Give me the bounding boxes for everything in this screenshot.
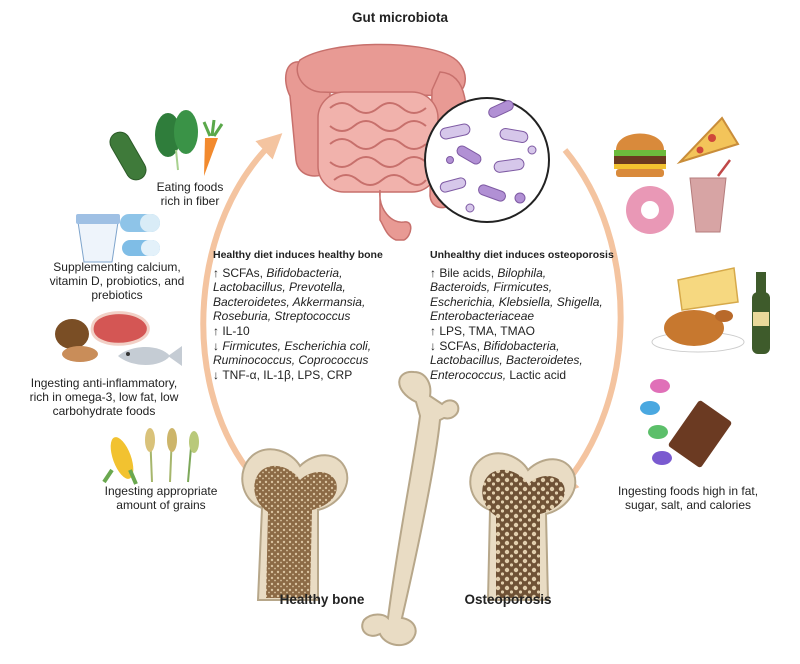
healthy-panel-line: Roseburia, Streptococcus: [213, 309, 413, 324]
unhealthy-panel-line: ↑ Bile acids, Bilophila,: [430, 266, 645, 281]
trend-arrow: ↑: [430, 265, 440, 280]
healthy-bone-label: Healthy bone: [279, 592, 365, 607]
panel-text: Roseburia, Streptococcus: [213, 309, 351, 324]
caption-anti-inflammatory: Ingesting anti-inflammatory, rich in ome…: [29, 376, 179, 418]
panel-text: IL-10: [222, 323, 250, 338]
unhealthy-panel-line: Bacteroids, Firmicutes,: [430, 280, 645, 295]
panel-text: Firmicutes, Escherichia coli,: [222, 338, 372, 353]
healthy-panel-line: ↓ Firmicutes, Escherichia coli,: [213, 339, 413, 354]
unhealthy-diet-panel: Unhealthy diet induces osteoporosis ↑ Bi…: [430, 248, 645, 382]
cucumber-icon: [109, 131, 147, 181]
femur-icon: [361, 370, 460, 647]
champagne-icon: [752, 272, 770, 354]
cycle-arrows: [200, 133, 624, 498]
caption-grains: Ingesting appropriate amount of grains: [104, 484, 218, 512]
fish-icon: [118, 346, 182, 366]
spinach-icon: [155, 110, 198, 171]
corn-icon: [102, 437, 138, 485]
caption-unhealthy-foods: Ingesting foods high in fat, sugar, salt…: [617, 484, 759, 512]
arrow-right-up: [553, 148, 624, 498]
panel-text: Bile acids,: [439, 265, 498, 280]
healthy-panel-line: ↓ TNF-α, IL-1β, LPS, CRP: [213, 368, 413, 383]
healthy-diet-panel: Healthy diet induces healthy bone ↑ SCFA…: [213, 248, 413, 382]
cheese-icon: [677, 267, 739, 311]
unhealthy-panel-line: ↑ LPS, TMA, TMAO: [430, 324, 645, 339]
panel-text: Lactic acid: [509, 367, 567, 382]
trend-arrow: ↑: [213, 323, 223, 338]
panel-text: SCFAs,: [439, 338, 484, 353]
carrot-icon: [202, 119, 224, 176]
healthy-panel-heading: Healthy diet induces healthy bone: [213, 249, 383, 261]
healthy-panel-line: Ruminococcus, Coprococcus: [213, 353, 413, 368]
grain-icon: [145, 428, 199, 483]
osteoporosis-bone-icon: [469, 452, 577, 601]
arrow-left-up: [200, 133, 283, 472]
candy-icon: [640, 379, 672, 465]
trend-arrow: ↓: [213, 338, 223, 353]
panel-text: Ruminococcus, Coprococcus: [213, 353, 369, 368]
osteoporosis-label: Osteoporosis: [464, 592, 552, 607]
unhealthy-panel-line: ↓ SCFAs, Bifidobacteria,: [430, 339, 645, 354]
steak-icon: [90, 311, 150, 346]
trend-arrow: ↑: [430, 323, 440, 338]
panel-text: Bifidobacteria,: [483, 338, 560, 353]
unhealthy-panel-line: Escherichia, Klebsiella, Shigella,: [430, 295, 645, 310]
panel-text: Enterobacteriaceae: [430, 309, 535, 324]
caption-supplements: Supplementing calcium, vitamin D, probio…: [49, 260, 185, 302]
bacteria-icon: [424, 97, 550, 223]
unhealthy-panel-heading: Unhealthy diet induces osteoporosis: [430, 249, 614, 261]
unhealthy-panel-line: Enterobacteriaceae: [430, 309, 645, 324]
nut-icon: [55, 319, 98, 362]
milkshake-icon: [689, 159, 731, 233]
trend-arrow: ↓: [213, 367, 223, 382]
panel-text: Lactobacillus, Prevotella,: [213, 280, 346, 295]
trend-arrow: ↑: [213, 265, 223, 280]
capsule-icon: [120, 214, 160, 256]
healthy-panel-line: ↑ IL-10: [213, 324, 413, 339]
healthy-panel-line: Lactobacillus, Prevotella,: [213, 280, 413, 295]
healthy-bone-icon: [241, 448, 349, 601]
pizza-icon: [676, 116, 740, 165]
unhealthy-panel-line: Lactobacillus, Bacteroidetes,: [430, 353, 645, 368]
roast-chicken-icon: [651, 310, 745, 353]
panel-text: Bacteroidetes, Akkermansia,: [213, 294, 366, 309]
panel-text: Bacteroids, Firmicutes,: [430, 280, 553, 295]
unhealthy-panel-line: Enterococcus, Lactic acid: [430, 368, 645, 383]
healthy-panel-line: ↑ SCFAs, Bifidobacteria,: [213, 266, 413, 281]
caption-fiber: Eating foods rich in fiber: [156, 180, 224, 208]
panel-text: Enterococcus,: [430, 367, 510, 382]
healthy-panel-line: Bacteroidetes, Akkermansia,: [213, 295, 413, 310]
trend-arrow: ↓: [430, 338, 440, 353]
diagram-title: Gut microbiota: [351, 10, 448, 25]
donut-icon: [626, 186, 674, 234]
panel-text: Escherichia, Klebsiella, Shigella,: [430, 294, 603, 309]
panel-text: LPS, TMA, TMAO: [439, 323, 535, 338]
panel-text: Bifidobacteria,: [266, 265, 343, 280]
burger-icon: [614, 133, 666, 177]
panel-text: SCFAs,: [222, 265, 267, 280]
chocolate-icon: [668, 400, 732, 468]
yogurt-icon: [76, 214, 120, 263]
panel-text: Lactobacillus, Bacteroidetes,: [430, 353, 583, 368]
panel-text: TNF-α, IL-1β, LPS, CRP: [222, 367, 353, 382]
panel-text: Bilophila,: [497, 265, 547, 280]
